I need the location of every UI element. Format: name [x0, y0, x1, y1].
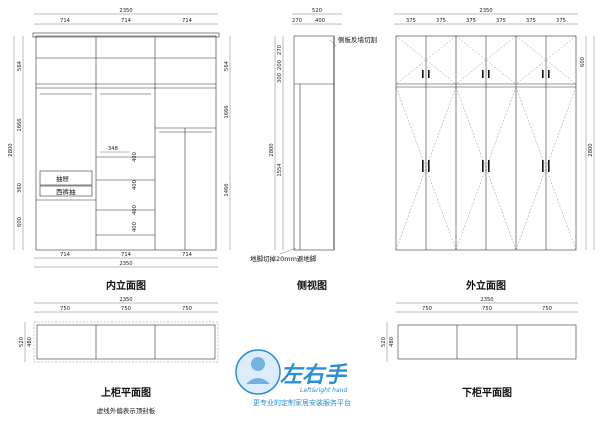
upper-plan-part-2: 750 — [121, 306, 131, 312]
outer-door-grid — [395, 35, 577, 251]
inner-total-width: 2350 — [119, 8, 132, 14]
inner-left-dim-1: 564 — [17, 60, 23, 71]
side-view-caption: 侧视图 — [297, 279, 327, 292]
upper-plan-depth-2: 480 — [27, 337, 33, 347]
outer-door-width-1: 375 — [406, 18, 416, 24]
outer-total-width: 2350 — [479, 8, 492, 14]
lower-plan-caption: 下柜平面图 — [462, 386, 512, 399]
outer-door-width-3: 375 — [466, 18, 476, 24]
outer-door-width-5: 375 — [526, 18, 536, 24]
outer-elevation-caption: 外立面图 — [465, 279, 506, 292]
lower-plan-part-3: 750 — [542, 306, 552, 312]
upper-plan-part-3: 750 — [182, 306, 192, 312]
side-vert-dim-3: 300 — [277, 73, 283, 83]
inner-col-width-3: 714 — [182, 18, 193, 24]
inner-bottom-total: 2350 — [119, 261, 132, 267]
lower-plan-part-1: 750 — [422, 306, 432, 312]
door-handles — [422, 70, 550, 172]
outer-right-dim-1: 600 — [580, 57, 586, 67]
side-view: 520 270 400 侧板反墙切割 270 200 300 1554 2800… — [250, 8, 378, 292]
inner-left-dim-4: 600 — [17, 217, 23, 227]
inner-mid-dim-1: 400 — [132, 152, 138, 162]
inner-left-dim-2: 1666 — [17, 118, 23, 131]
side-part-2: 400 — [315, 18, 325, 24]
trouser-drawer-label: 西裤抽 — [56, 187, 76, 196]
lower-plan: 2350 750 750 750 520 480 下柜平面图 — [381, 297, 578, 399]
inner-total-height: 2800 — [8, 143, 14, 156]
brand-slogan: 更专业的定制家居安装服务平台 — [253, 398, 351, 407]
lower-plan-depth-2: 480 — [389, 337, 395, 347]
outer-door-width-6: 375 — [556, 18, 566, 24]
inner-bottom-col-2: 714 — [121, 252, 132, 258]
side-vert-dim-1: 270 — [277, 45, 283, 55]
side-vert-dim-5: 2800 — [269, 143, 275, 156]
inner-col-width-1: 714 — [60, 18, 71, 24]
lower-plan-part-2: 750 — [482, 306, 492, 312]
side-part-1: 270 — [292, 18, 302, 24]
upper-plan-total: 2350 — [119, 297, 132, 303]
outer-elevation: 2350 375 375 375 375 375 375 — [394, 8, 595, 292]
brand-watermark: 左右手 Left&right hand 更专业的定制家居安装服务平台 — [235, 349, 351, 407]
side-total-depth: 520 — [312, 8, 322, 14]
inner-mid-dim-2: 400 — [132, 180, 138, 190]
inner-bottom-col-1: 714 — [60, 252, 71, 258]
upper-plan-note: 虚线外偏表示顶封板 — [97, 406, 156, 415]
outer-door-width-2: 375 — [436, 18, 446, 24]
inner-bottom-col-3: 714 — [182, 252, 193, 258]
side-top-note: 侧板反墙切割 — [338, 35, 378, 44]
outer-door-width-4: 375 — [496, 18, 506, 24]
inner-drawer-width: 348 — [108, 146, 118, 152]
upper-plan-caption: 上柜平面图 — [101, 386, 151, 399]
upper-plan: 2350 750 750 750 520 480 上柜平面图 虚线外偏表示顶封板 — [19, 297, 219, 415]
inner-elevation: 2350 714 714 714 抽屉 西裤抽 348 400 400 400 — [8, 8, 231, 292]
mascot-icon — [235, 349, 281, 395]
inner-elevation-caption: 内立面图 — [106, 279, 146, 292]
inner-right-dim-1: 564 — [224, 60, 230, 71]
inner-col-width-2: 714 — [121, 18, 132, 24]
inner-right-dim-2: 1666 — [224, 105, 230, 118]
brand-logo-text: 左右手 — [280, 363, 348, 388]
inner-right-dim-3: 1466 — [224, 183, 230, 196]
drawer-label: 抽屉 — [56, 174, 70, 183]
upper-plan-depth-1: 520 — [19, 337, 25, 347]
upper-plan-part-1: 750 — [60, 306, 70, 312]
inner-left-dim-3: 360 — [17, 183, 23, 193]
side-bottom-note: 地脚切掉20mm避地脚 — [250, 254, 317, 263]
inner-mid-dim-4: 400 — [132, 222, 138, 232]
inner-mid-dim-3: 400 — [132, 205, 138, 215]
side-vert-dim-4: 1554 — [277, 163, 283, 177]
lower-plan-depth-1: 520 — [381, 337, 387, 347]
outer-right-dim-2: 2800 — [588, 143, 594, 156]
side-vert-dim-2: 200 — [277, 60, 283, 70]
brand-logo-subtext: Left&right hand — [300, 387, 347, 394]
lower-plan-total: 2350 — [480, 297, 493, 303]
